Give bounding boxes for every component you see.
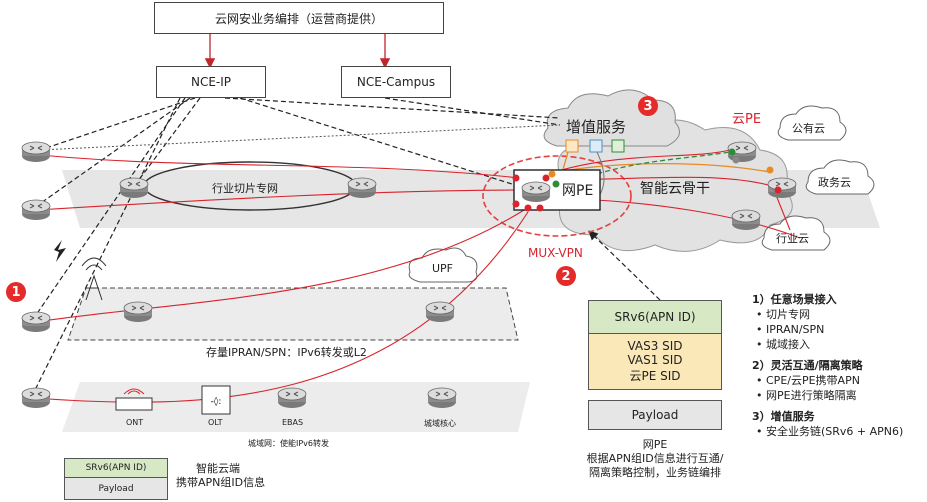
legend: 1）任意场景接入 • 切片专网 • IPRAN/SPN • 城域接入 2）灵活互… bbox=[752, 292, 903, 439]
olt-label: OLT bbox=[208, 418, 223, 427]
ebas-label: EBAS bbox=[282, 418, 304, 427]
industry-cloud-shape bbox=[761, 215, 831, 251]
upf-label: UPF bbox=[432, 262, 454, 275]
mini-caption-1: 智能云端 bbox=[196, 462, 240, 475]
legend-title-2: 2）灵活互通/隔离策略 bbox=[752, 359, 863, 372]
legend-item: • 网PE进行策略隔离 bbox=[756, 389, 857, 402]
backbone-label: 智能云骨干 bbox=[640, 181, 710, 197]
nce-ip-box: NCE-IP bbox=[156, 66, 266, 98]
caption-line-2: 根据APN组ID信息进行互通/ bbox=[586, 452, 724, 465]
ont-label: ONT bbox=[126, 418, 144, 427]
packet-sids: VAS3 SID VAS1 SID 云PE SID bbox=[588, 334, 722, 390]
wireless-icon bbox=[54, 240, 66, 262]
vas-label: 增值服务 bbox=[566, 118, 627, 136]
legend-item: • 城域接入 bbox=[756, 338, 810, 351]
mini-caption-2: 携带APN组ID信息 bbox=[176, 476, 266, 489]
nce-campus-box: NCE-Campus bbox=[341, 66, 451, 98]
packet-srv6: SRv6(APN ID) bbox=[588, 300, 722, 334]
badge-3: 3 bbox=[638, 96, 658, 116]
badge-1: 1 bbox=[6, 282, 26, 302]
packet-caption: 网PE 根据APN组ID信息进行互通/ 隔离策略控制，业务链编排 bbox=[568, 438, 742, 480]
mini-srv6: SRv6(APN ID) bbox=[64, 458, 168, 478]
gov-cloud-shape bbox=[805, 159, 875, 195]
legend-title-3: 3）增值服务 bbox=[752, 410, 815, 423]
packet-payload: Payload bbox=[588, 400, 722, 430]
slice-label: 行业切片专网 bbox=[212, 182, 278, 195]
public-cloud-shape bbox=[777, 105, 847, 141]
sid-vas3: VAS3 SID bbox=[627, 339, 683, 353]
gov-cloud-label: 政务云 bbox=[818, 176, 851, 189]
orchestrator-box: 云网安业务编排（运营商提供） bbox=[154, 2, 444, 34]
mux-vpn-label: MUX-VPN bbox=[528, 246, 583, 260]
sid-vas1: VAS1 SID bbox=[627, 353, 683, 367]
svg-text:-◊:: -◊: bbox=[211, 396, 222, 407]
badge-2: 2 bbox=[556, 266, 576, 286]
legend-item: • 安全业务链(SRv6 + APN6) bbox=[756, 425, 904, 438]
cloud-pe-label: 云PE bbox=[732, 112, 762, 127]
ipran-plane bbox=[67, 287, 519, 341]
public-cloud-label: 公有云 bbox=[792, 122, 825, 135]
antenna-tower bbox=[81, 257, 107, 301]
legend-item: • IPRAN/SPN bbox=[756, 323, 825, 336]
metro-core-label: 城域核心 bbox=[424, 419, 456, 428]
caption-line-3: 隔离策略控制，业务链编排 bbox=[589, 466, 721, 479]
legend-item: • 切片专网 bbox=[756, 308, 810, 321]
legend-title-1: 1）任意场景接入 bbox=[752, 293, 837, 306]
metro-label: 城域网：使能IPv6转发 bbox=[248, 439, 330, 448]
net-pe-label: 网PE bbox=[562, 183, 594, 199]
ont-icon bbox=[115, 397, 153, 411]
mini-payload: Payload bbox=[64, 478, 168, 500]
mini-caption: 智能云端 携带APN组ID信息 bbox=[176, 462, 265, 490]
industry-cloud-label: 行业云 bbox=[776, 232, 809, 245]
net-pe-ring bbox=[482, 155, 632, 237]
legend-item: • CPE/云PE携带APN bbox=[756, 374, 860, 387]
sid-cloud-pe: 云PE SID bbox=[629, 369, 681, 383]
olt-icon bbox=[201, 385, 231, 415]
ipran-label: 存量IPRAN/SPN：IPv6转发或L2 bbox=[206, 346, 367, 359]
caption-line-1: 网PE bbox=[642, 438, 668, 451]
